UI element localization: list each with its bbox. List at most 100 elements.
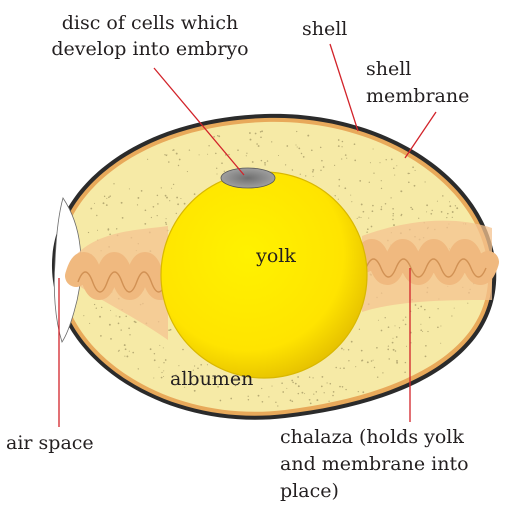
albumen-dot [374, 367, 375, 368]
albumen-dot [381, 206, 382, 207]
albumen-dot [295, 383, 297, 385]
albumen-dot [163, 347, 164, 348]
albumen-dot [454, 308, 455, 309]
albumen-dot [310, 403, 312, 405]
albumen-dot [94, 304, 95, 305]
albumen-dot [252, 161, 254, 163]
albumen-dot [392, 208, 394, 210]
albumen-dot [290, 400, 292, 402]
albumen-dot [333, 391, 335, 393]
label-chalaza-line1: chalaza (holds yolk [280, 424, 464, 451]
albumen-dot [373, 360, 374, 361]
albumen-dot [275, 402, 276, 403]
albumen-dot [344, 187, 346, 189]
albumen-dot [166, 223, 168, 225]
albumen-dot [100, 335, 102, 337]
albumen-dot [291, 380, 293, 382]
albumen-dot [380, 209, 382, 211]
albumen-dot [129, 351, 130, 352]
albumen-dot [109, 195, 111, 197]
albumen-dot [323, 166, 325, 168]
albumen-dot [128, 327, 130, 329]
albumen-dot [340, 368, 341, 369]
albumen-dot [99, 316, 101, 318]
albumen-dot [369, 182, 370, 183]
albumen-dot [396, 360, 398, 362]
albumen-dot [286, 145, 288, 147]
albumen-dot [300, 174, 301, 175]
albumen-dot [113, 183, 114, 184]
albumen-dot [262, 401, 264, 403]
albumen-dot [217, 135, 218, 136]
albumen-dot [393, 168, 395, 170]
albumen-dot [271, 386, 272, 387]
albumen-dot [401, 214, 403, 216]
albumen-dot [422, 331, 423, 332]
albumen-dot [83, 315, 84, 316]
albumen-dot [165, 359, 167, 361]
albumen-dot [451, 315, 452, 316]
albumen-dot [381, 180, 382, 181]
albumen-dot [392, 338, 393, 339]
albumen-dot [309, 399, 311, 401]
albumen-dot [258, 395, 260, 397]
albumen-dot [440, 343, 441, 344]
albumen-dot [213, 136, 215, 138]
albumen-dot [368, 218, 369, 219]
albumen-dot [220, 400, 222, 402]
albumen-dot [264, 164, 265, 165]
albumen-dot [313, 176, 314, 177]
albumen-dot [173, 149, 175, 151]
albumen-dot [116, 315, 117, 316]
albumen-dot [321, 160, 323, 162]
albumen-dot [394, 325, 395, 326]
albumen-dot [396, 362, 398, 364]
albumen-dot [297, 376, 299, 378]
albumen-dot [456, 207, 458, 209]
albumen-dot [358, 391, 359, 392]
albumen-dot [161, 187, 162, 188]
albumen-dot [320, 170, 321, 171]
albumen-dot [316, 391, 317, 392]
albumen-dot [355, 366, 356, 367]
albumen-dot [298, 147, 300, 149]
albumen-dot [371, 226, 373, 228]
albumen-dot [415, 170, 416, 171]
albumen-dot [359, 180, 361, 182]
albumen-dot [199, 154, 200, 155]
albumen-dot [248, 396, 249, 397]
germinal-disc [221, 168, 275, 188]
albumen-dot [351, 201, 352, 202]
albumen-dot [335, 367, 337, 369]
albumen-dot [367, 228, 369, 230]
albumen-dot [345, 389, 346, 390]
albumen-dot [372, 210, 374, 212]
albumen-dot [405, 362, 406, 363]
albumen-dot [399, 327, 400, 328]
albumen-dot [138, 368, 139, 369]
albumen-dot [343, 349, 344, 350]
albumen-dot [309, 377, 310, 378]
albumen-dot [119, 350, 120, 351]
albumen-dot [334, 165, 335, 166]
albumen-dot [341, 146, 342, 147]
albumen-dot [218, 135, 220, 137]
albumen-dot [237, 149, 239, 151]
chalaza-right [362, 221, 492, 312]
albumen-dot [118, 323, 120, 325]
albumen-dot [387, 349, 389, 351]
label-yolk: yolk [236, 243, 316, 270]
albumen-dot [119, 316, 121, 318]
albumen-dot [307, 135, 309, 137]
albumen-dot [137, 197, 139, 199]
albumen-dot [394, 175, 395, 176]
albumen-dot [161, 372, 162, 373]
albumen-dot [110, 310, 111, 311]
albumen-dot [408, 173, 410, 175]
albumen-dot [440, 325, 441, 326]
albumen-dot [292, 382, 294, 384]
albumen-dot [455, 205, 456, 206]
albumen-dot [125, 348, 127, 350]
albumen-dot [107, 228, 109, 230]
albumen-dot [169, 200, 170, 201]
